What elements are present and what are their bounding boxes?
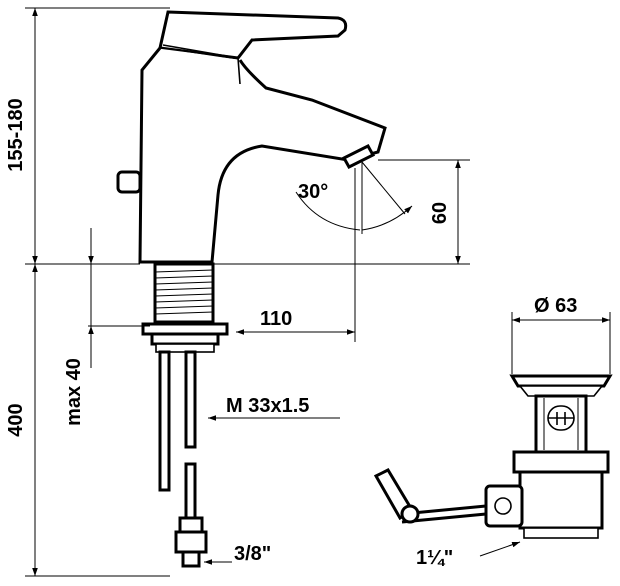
waste-nut — [512, 450, 610, 474]
dimension-reach: 110 — [236, 168, 356, 342]
supply-hose-left — [158, 350, 171, 492]
waste-fitting — [373, 374, 613, 539]
supply-hose-right — [184, 350, 197, 449]
angle-label: 30° — [298, 181, 328, 203]
reach-label: 110 — [260, 308, 292, 330]
dimension-thread: M 33x1.5 — [208, 395, 340, 421]
popup-knob — [116, 170, 142, 194]
waste-lower-body — [518, 470, 604, 530]
thread-lines — [154, 269, 214, 315]
waste-flange — [509, 374, 613, 388]
connector-label: 3/8" — [234, 543, 271, 565]
waste-connector-label: 1¼" — [416, 547, 453, 569]
dimension-max-depth: max 40 — [63, 228, 150, 426]
base-height-label: 400 — [5, 403, 27, 436]
waste-diameter-label: Ø 63 — [534, 295, 577, 317]
fixing-nut — [150, 332, 220, 346]
max-depth-label: max 40 — [63, 358, 85, 426]
spout — [138, 47, 387, 264]
thread-label: M 33x1.5 — [226, 395, 309, 417]
hose-connector — [178, 516, 204, 534]
dimension-height: 155-180 400 — [5, 7, 170, 577]
lever-handle — [158, 10, 348, 60]
dimension-waste-diameter: Ø 63 — [511, 295, 611, 374]
dimension-connector: 3/8" — [204, 543, 271, 565]
spout-height-label: 60 — [429, 202, 451, 224]
aerator — [341, 144, 376, 169]
faucet-body — [116, 10, 387, 264]
spout-inner — [159, 47, 241, 85]
threaded-shank — [141, 262, 229, 568]
dimension-angle: 30° — [295, 161, 413, 234]
height-range-label: 155-180 — [5, 98, 27, 171]
dimension-waste-connector: 1¼" — [416, 541, 521, 569]
dimension-spout-height: 60 — [212, 159, 470, 265]
